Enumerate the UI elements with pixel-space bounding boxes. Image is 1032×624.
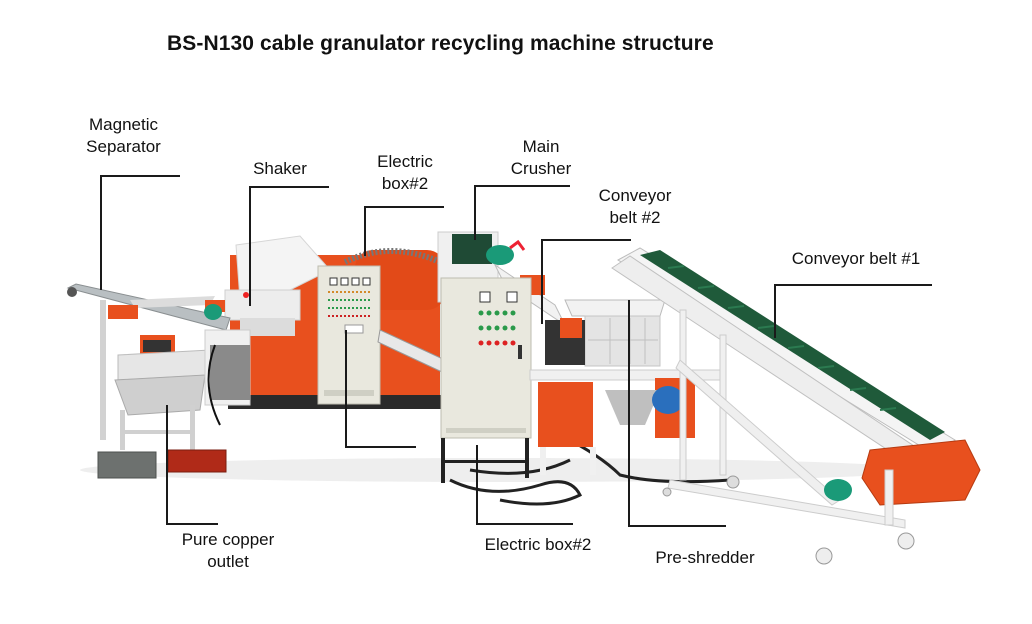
rear-electric-cabinet (317, 265, 381, 405)
label-electric-box-bottom: Electric box#2 (473, 534, 603, 556)
conveyor-belt-1 (611, 247, 981, 565)
callout-line-electric-box-top-v (364, 206, 366, 256)
cables (449, 433, 731, 506)
label-electric-box-top-line1: Electric (377, 152, 433, 171)
shaker-hood (224, 235, 331, 336)
callout-line-main-crusher-h (474, 185, 570, 187)
callout-line-main-crusher-v (474, 185, 476, 240)
callout-line-shaker-v (249, 186, 251, 306)
callout-line-electric-box-bottom-v (476, 445, 478, 524)
label-electric-box-bottom-line1: Electric box#2 (484, 535, 592, 554)
vibrating-screen (114, 335, 211, 450)
title: BS-N130 cable granulator recycling machi… (167, 32, 714, 55)
magnetic-separator (66, 283, 231, 440)
label-magnetic-separator: Magnetic Separator (76, 114, 171, 158)
label-conveyor-belt-2-line2: belt #2 (609, 208, 661, 227)
label-shaker: Shaker (247, 158, 313, 180)
label-conveyor-belt-1-line1: Conveyor belt #1 (791, 249, 921, 268)
callout-line-conveyor-belt-1-v (774, 284, 776, 338)
callout-line-conveyor-belt-1-h (774, 284, 932, 286)
copper-outlet-box (204, 329, 251, 426)
callout-line-magnetic-separator-h (100, 175, 180, 177)
label-conveyor-belt-2-line1: Conveyor (598, 186, 672, 205)
label-electric-box-top: Electric box#2 (368, 151, 442, 195)
collection-bins (97, 449, 227, 479)
callout-line-rear-cabinet-h (345, 446, 416, 448)
front-electric-cabinet (440, 277, 532, 483)
label-shaker-line1: Shaker (253, 159, 307, 178)
label-magnetic-separator-line2: Separator (86, 137, 161, 156)
callout-line-conveyor-belt-2-v (541, 239, 543, 324)
callout-line-electric-box-bottom-h (476, 523, 573, 525)
label-pre-shredder: Pre-shredder (645, 547, 765, 569)
label-main-crusher-line2: Crusher (510, 159, 572, 178)
callout-line-magnetic-separator-v (100, 175, 102, 290)
label-electric-box-top-line2: box#2 (381, 174, 429, 193)
label-main-crusher-line1: Main (522, 137, 560, 156)
callout-line-pure-copper-outlet-v (166, 405, 168, 524)
label-main-crusher: Main Crusher (503, 136, 579, 180)
callout-line-pre-shredder-h (628, 525, 726, 527)
label-pure-copper-outlet: Pure copper outlet (170, 529, 286, 573)
callout-line-electric-box-top-h (364, 206, 444, 208)
label-conveyor-belt-2: Conveyor belt #2 (592, 185, 678, 229)
callout-line-pure-copper-outlet-h (166, 523, 218, 525)
label-pure-copper-outlet-line1: Pure copper (181, 530, 275, 549)
label-pre-shredder-line1: Pre-shredder (655, 548, 755, 567)
callout-line-shaker-h (249, 186, 329, 188)
callout-line-conveyor-belt-2-h (541, 239, 631, 241)
pre-shredder (529, 299, 721, 475)
label-pure-copper-outlet-line2: outlet (207, 552, 249, 571)
callout-line-pre-shredder-v (628, 300, 630, 526)
label-magnetic-separator-line1: Magnetic (89, 115, 158, 134)
label-conveyor-belt-1: Conveyor belt #1 (782, 248, 930, 270)
callout-line-rear-cabinet-v (345, 330, 347, 447)
